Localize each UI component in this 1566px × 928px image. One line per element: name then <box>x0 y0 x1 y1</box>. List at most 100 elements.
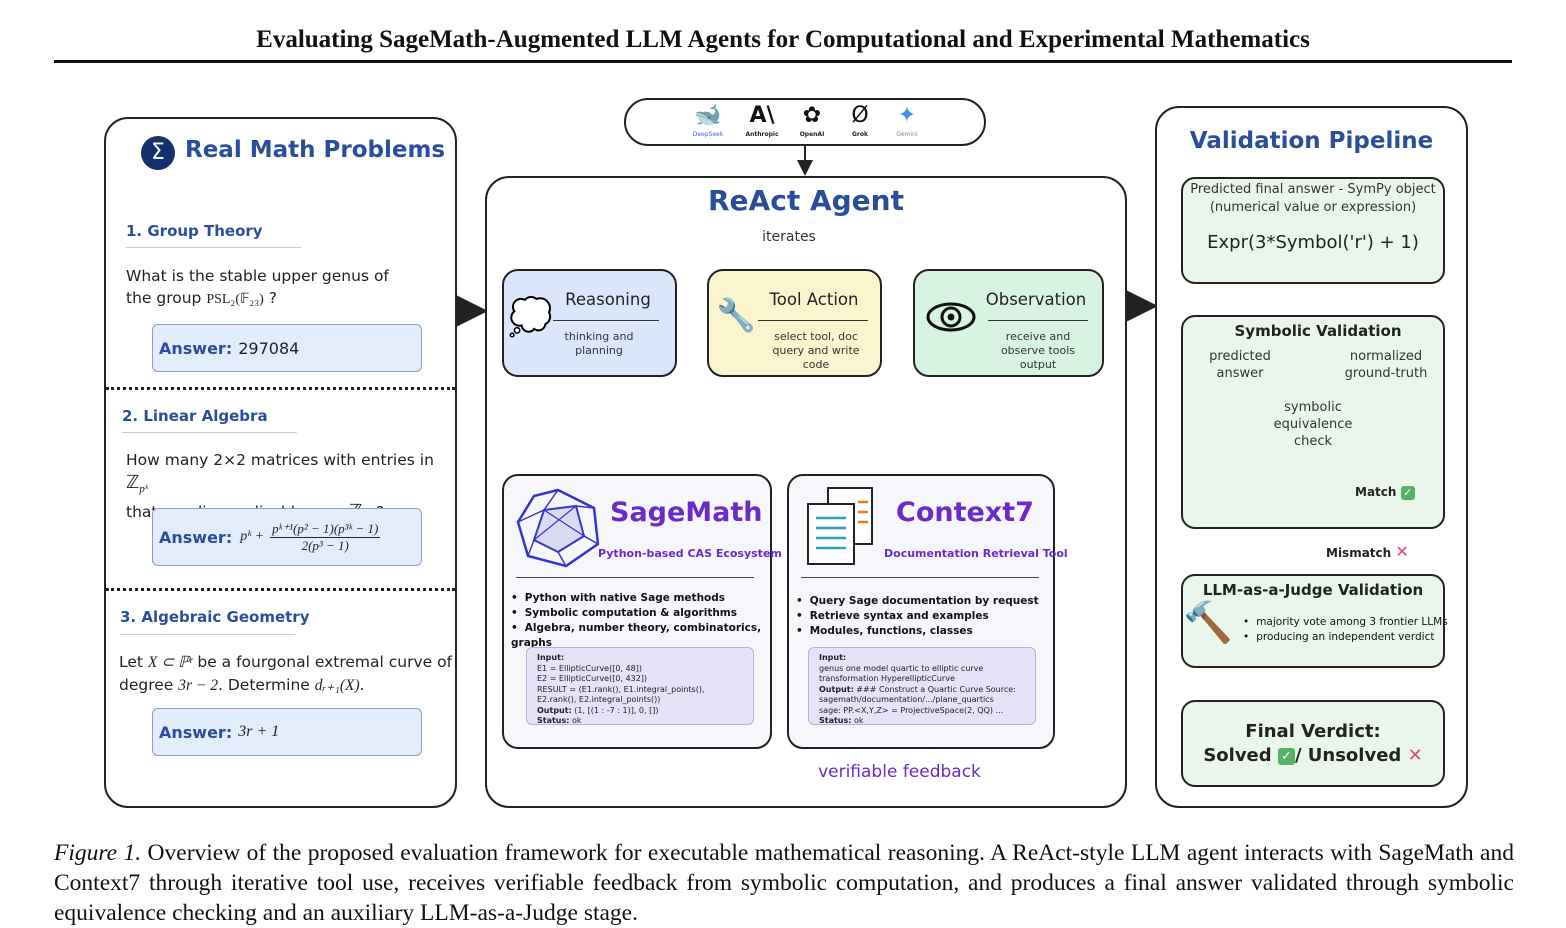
answer-value: 297084 <box>238 338 300 358</box>
solved-text: Solved <box>1203 745 1272 766</box>
tool-rule <box>801 577 1039 578</box>
match-label: Match ✓ <box>1355 485 1415 500</box>
problem-1-text-a: What is the stable upper genus of <box>126 267 389 285</box>
unsolved-text: / Unsolved <box>1294 745 1402 766</box>
code-line: sagemath/documentation/.../plane_quartic… <box>819 695 994 704</box>
symbolic-right: normalized ground-truth <box>1344 349 1428 381</box>
feature-item: Modules, functions, classes <box>796 624 1052 639</box>
answer-fraction: pᵏ⁺¹(p² − 1)(p³ᵏ − 1) 2(p³ − 1) <box>270 520 381 554</box>
problem-3-question: Let X ⊂ ℙʳ be a fourgonal extremal curve… <box>119 651 454 697</box>
code-line: Status: ok <box>819 716 864 725</box>
code-line: Status: ok <box>537 716 582 725</box>
symbolic-title: Symbolic Validation <box>1234 322 1402 340</box>
provider-label: DeepSeek <box>692 131 724 138</box>
polyhedron-icon-svg <box>516 488 600 568</box>
context7-code-example: Input: genus one model quartic to ellipt… <box>808 647 1036 725</box>
problem-3-text-a: Let <box>119 653 148 671</box>
code-line: E2.rank(), E2.integral_points()) <box>537 695 661 704</box>
predicted-expression: Expr(3*Symbol('r') + 1) <box>1207 232 1419 253</box>
sagemath-name: SageMath <box>610 497 763 528</box>
provider-label: Anthropic <box>745 131 779 138</box>
predicted-line-2: (numerical value or expression) <box>1209 200 1417 215</box>
code-line: genus one model quartic to elliptic curv… <box>819 663 984 673</box>
providers-bar <box>624 98 986 146</box>
problems-title: Real Math Problems <box>185 137 446 163</box>
problem-1-rule <box>126 247 301 248</box>
tool-action-title: Tool Action <box>769 290 859 309</box>
caption-text: Overview of the proposed evaluation fram… <box>54 840 1514 926</box>
symbolic-center: symbolic equivalence check <box>1273 400 1353 449</box>
gavel-icon: 🔨 <box>1183 600 1233 646</box>
feature-item: Symbolic computation & algorithms <box>511 606 769 621</box>
predicted-answer-box <box>1181 177 1445 284</box>
problem-2-text-a: How many 2×2 matrices with entries in <box>126 451 434 469</box>
code-line: E1 = EllipticCurve([0, 48]) <box>537 663 642 673</box>
final-verdict-box <box>1181 700 1445 787</box>
provider-label: Grok <box>852 131 868 138</box>
reasoning-sub: thinking and planning <box>564 330 634 357</box>
judge-bullet: producing an independent verdict <box>1243 630 1448 645</box>
eye-icon <box>925 298 977 336</box>
tool-action-node <box>707 269 882 377</box>
code-line: RESULT = (E1.rank(), E1.integral_points(… <box>537 684 705 694</box>
node-rule <box>758 320 868 321</box>
problem-1-heading: 1. Group Theory <box>126 222 263 240</box>
judge-bullet: majority vote among 3 frontier LLMs <box>1243 615 1447 630</box>
figure-caption: Figure 1. Overview of the proposed evalu… <box>54 838 1514 928</box>
code-line: E2 = EllipticCurve([0, 432]) <box>537 674 648 683</box>
grok-icon: Ø <box>851 103 869 128</box>
openai-icon: ✿ <box>802 103 822 128</box>
answer-label: Answer: <box>159 722 233 742</box>
problem-2-math-a: ℤ <box>126 472 140 492</box>
check-icon: ✓ <box>1400 485 1415 500</box>
feedback-label: verifiable feedback <box>818 762 981 782</box>
problem-1-math: PSL₂(𝔽₂₃) <box>206 292 264 307</box>
tool-action-sub: select tool, doc query and write code <box>772 330 860 371</box>
mismatch-text: Mismatch <box>1326 546 1392 560</box>
answer-denominator: 2(p³ − 1) <box>301 537 349 553</box>
sagemath-subtitle: Python-based CAS Ecosystem <box>598 547 782 560</box>
problem-2-rule <box>122 432 297 433</box>
answer-numerator: pᵏ⁺¹(p² − 1)(p³ᵏ − 1) <box>270 520 381 538</box>
code-line: Input: <box>537 653 565 662</box>
problem-3-text-e: . <box>359 676 365 694</box>
code-line: Output: ### Construct a Quartic Curve So… <box>819 684 1016 694</box>
observation-sub: receive and observe tools output <box>1000 330 1076 371</box>
answer-label: Answer: <box>159 338 233 358</box>
problem-3-rule <box>120 634 295 635</box>
agent-title: ReAct Agent <box>708 184 904 217</box>
cross-icon: ✕ <box>1407 745 1423 766</box>
context7-name: Context7 <box>896 497 1034 528</box>
check-icon: ✓ <box>1277 747 1295 765</box>
node-rule <box>553 320 659 321</box>
feature-item: Algebra, number theory, combinatorics, g… <box>511 621 769 651</box>
code-line: Input: <box>819 653 847 662</box>
code-line: sage: PP.<X,Y,Z> = ProjectiveSpace(2, QQ… <box>819 705 1004 715</box>
answer-lead: pᵏ + <box>240 529 265 544</box>
title-rule <box>54 60 1512 63</box>
code-line: transformation HyperellipticCurve <box>819 674 955 683</box>
context7-subtitle: Documentation Retrieval Tool <box>884 547 1068 560</box>
page-title: Evaluating SageMath-Augmented LLM Agents… <box>256 26 1310 53</box>
provider-label: Gemini <box>896 131 918 138</box>
problem-2-answer: Answer: pᵏ + pᵏ⁺¹(p² − 1)(p³ᵏ − 1) 2(p³ … <box>152 508 422 566</box>
problem-3-math-c: dᵣ₊₁(X) <box>314 677 360 694</box>
context7-features: Query Sage documentation by request Retr… <box>796 594 1052 639</box>
node-rule <box>988 320 1088 321</box>
problem-1-text-c: ? <box>263 289 277 307</box>
answer-value: 3r + 1 <box>238 723 280 740</box>
sagemath-code-example: Input: E1 = EllipticCurve([0, 48]) E2 = … <box>526 647 754 725</box>
wrench-icon: 🔧 <box>716 296 756 334</box>
reasoning-title: Reasoning <box>565 290 651 309</box>
reasoning-node <box>502 269 677 377</box>
problem-3-text-c: degree <box>119 676 179 694</box>
judge-title: LLM-as-a-Judge Validation <box>1202 581 1424 599</box>
problem-1-text-b: the group <box>126 289 207 307</box>
mismatch-label: Mismatch ✕ <box>1326 542 1409 561</box>
provider-label: OpenAI <box>799 131 825 138</box>
tool-rule <box>516 577 754 578</box>
final-title: Final Verdict: <box>1245 721 1381 742</box>
final-verdict: Solved ✓/ Unsolved ✕ <box>1181 745 1445 766</box>
problem-3-math-b: 3r − 2 <box>178 677 218 694</box>
predicted-line-1: Predicted final answer - SymPy object <box>1190 182 1436 197</box>
